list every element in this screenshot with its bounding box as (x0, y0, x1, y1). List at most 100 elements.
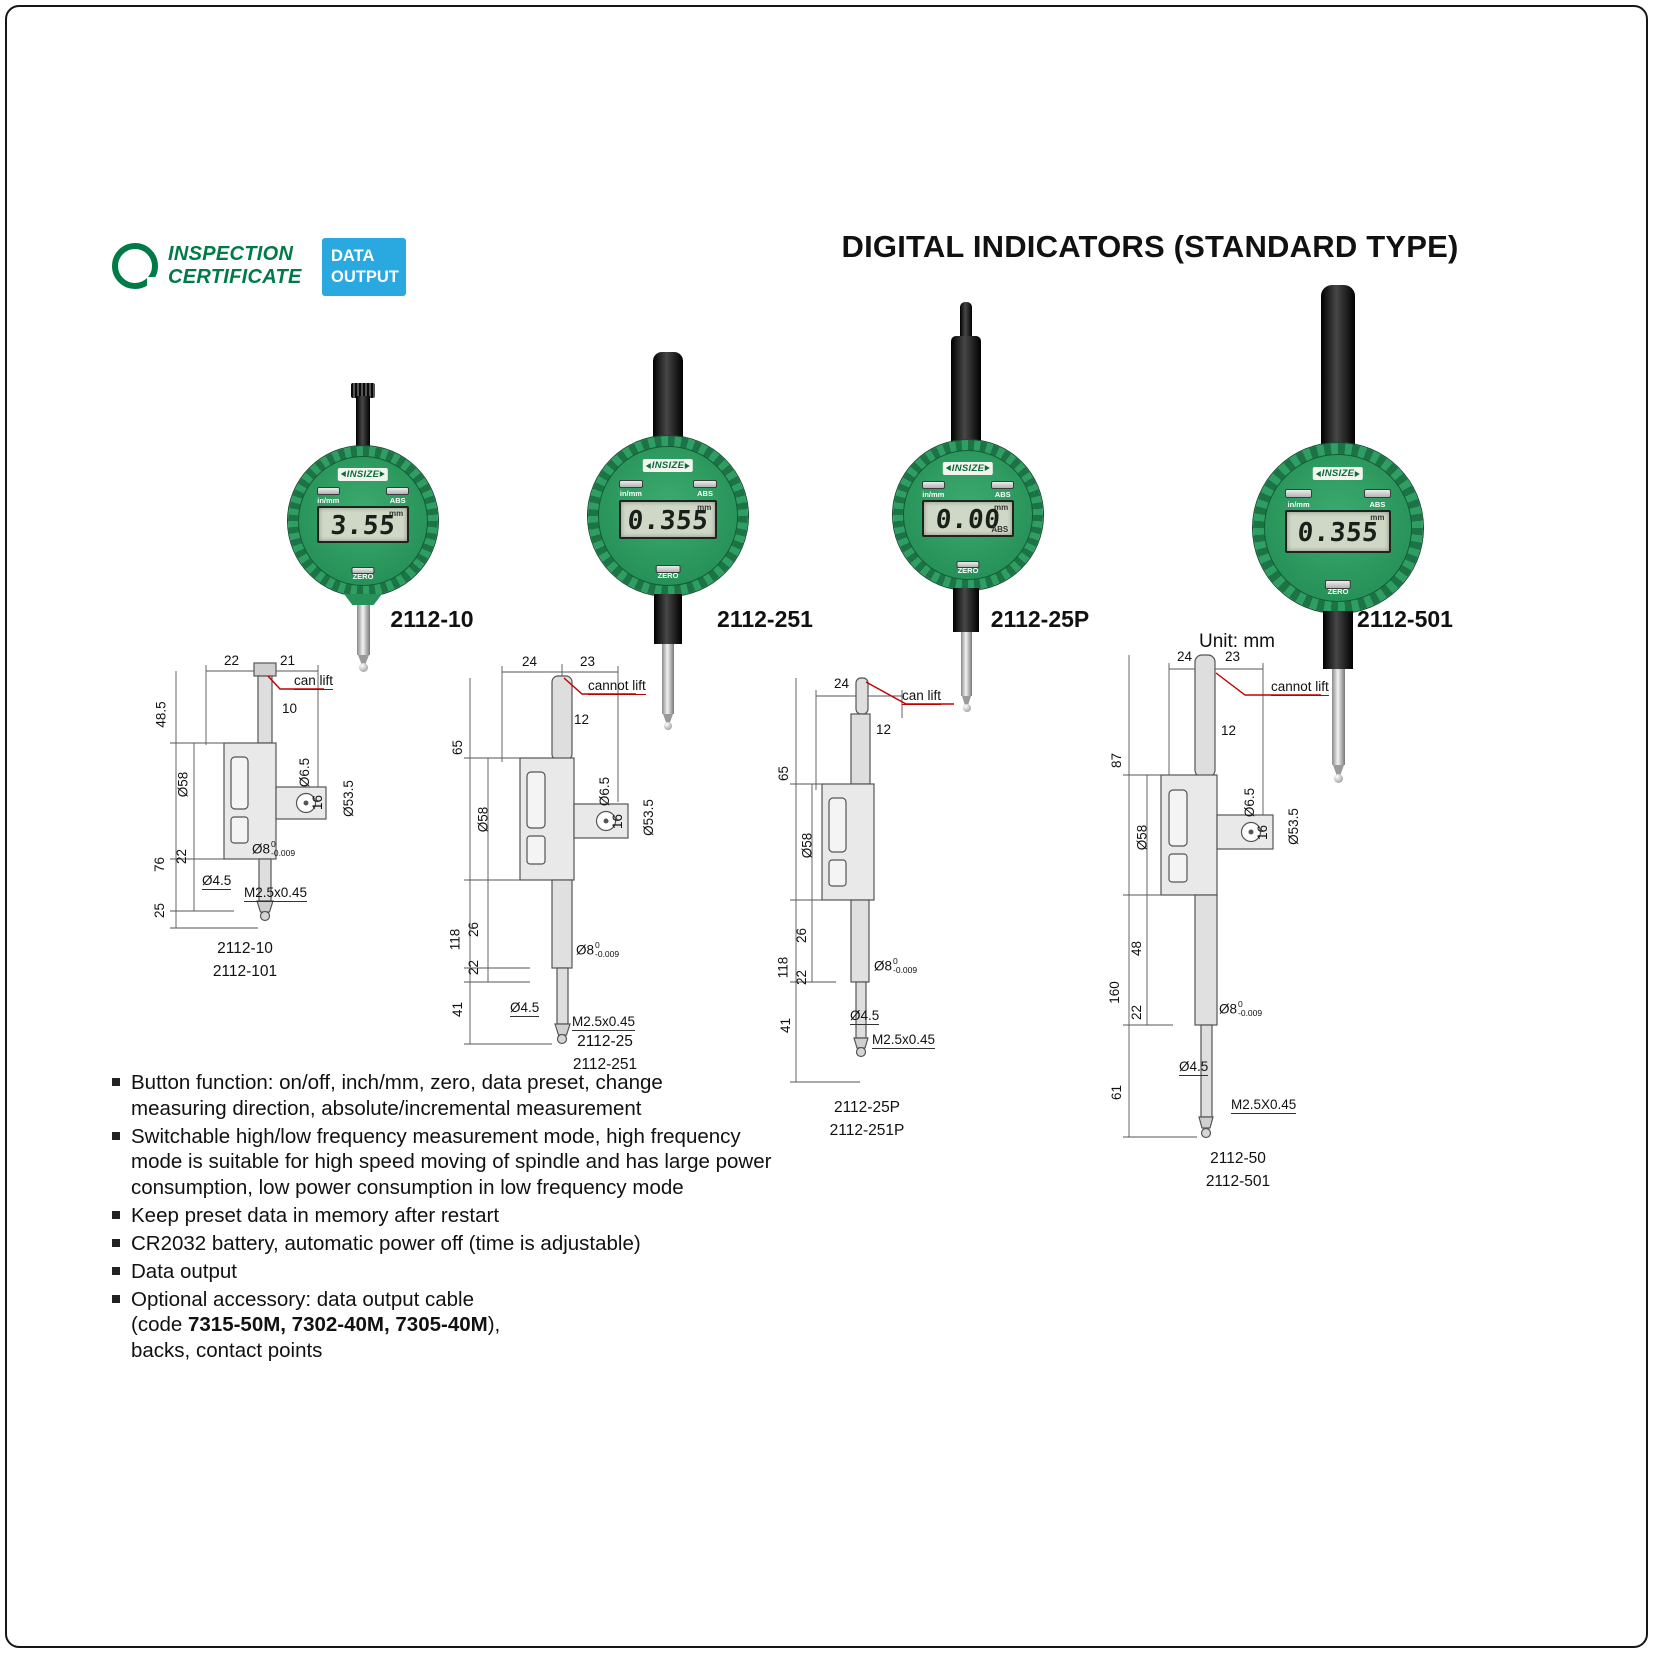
abs-button-label: ABS (389, 495, 406, 505)
dim-stem: 10 (282, 701, 298, 716)
dim-lug-thickness: 16 (310, 794, 326, 811)
bore-tolerance: 0-0.009 (271, 840, 295, 858)
dim-lug-hole: Ø6.5 (297, 757, 313, 788)
gauge-face: INSIZE in/mm ABS mm 0.00 ABS ZERO (902, 449, 1034, 581)
bullet-icon (112, 1078, 120, 1086)
contact-ball (359, 663, 368, 672)
model-codes: 2112-25P 2112-251P (802, 1096, 932, 1143)
bore-value: Ø8 (252, 841, 271, 857)
gauge-face: INSIZE in/mm ABS mm 3.55 ZERO (297, 455, 429, 587)
dim-h2: 118 (447, 928, 463, 951)
dim-body-dia: Ø58 (175, 771, 191, 798)
bore-value: Ø8 (576, 942, 595, 958)
dim-body-dia: Ø58 (799, 832, 815, 859)
dim-h2: 160 (1106, 981, 1122, 1004)
feature-line: Optional accessory: data output cable (131, 1287, 475, 1311)
abs-button (692, 479, 718, 488)
dim-h3: 48 (1129, 940, 1145, 957)
dim-h4: 25 (152, 902, 168, 919)
brand-arrow-left-icon (645, 462, 651, 469)
data-output-line2: OUTPUT (331, 268, 399, 286)
model-codes: 2112-25 2112-251 (540, 1030, 670, 1077)
dim-tip: Ø4.5 (850, 1008, 880, 1025)
lcd-display: mm 0.355 (618, 499, 718, 540)
dim-lug-dia: Ø53.5 (640, 799, 656, 836)
dim-stem: 12 (1221, 723, 1237, 738)
gauge-photo-2112-10: INSIZE in/mm ABS mm 3.55 ZERO (280, 383, 446, 683)
lower-neck (344, 594, 382, 605)
dim-body-dia: Ø58 (475, 806, 491, 833)
model-label-2112-501: 2112-501 (1357, 606, 1453, 632)
dim-top1: 22 (224, 653, 240, 668)
feature-text: Data output (131, 1259, 237, 1283)
feature-line: ), (487, 1313, 501, 1337)
gauge-face: INSIZE in/mm ABS mm 0.355 ZERO (1264, 454, 1412, 602)
abs-button (991, 480, 1015, 489)
feature-text: Optional accessory: data output cable(co… (131, 1287, 500, 1364)
insize-logo: INSIZE (1312, 467, 1364, 481)
bullet-icon (112, 1266, 120, 1275)
inspection-certificate-logo: INSPECTION CERTIFICATE (112, 243, 302, 289)
lcd-unit-label: mm (697, 502, 712, 512)
lcd-value: 0.355 (1296, 518, 1380, 549)
lcd-value: 3.55 (329, 510, 397, 541)
inmm-button-label: in/mm (317, 495, 340, 505)
lcd-value: 0.355 (626, 505, 710, 536)
dim-top2: 23 (580, 654, 596, 669)
insize-logo: INSIZE (942, 461, 994, 475)
brand-name: INSIZE (1321, 468, 1355, 480)
dim-thread: M2.5x0.45 (872, 1032, 936, 1049)
dim-top1: 24 (1177, 649, 1193, 664)
model-label-2112-251: 2112-251 (717, 606, 813, 632)
bore-tolerance: 0-0.009 (893, 957, 917, 975)
contact-ball (1334, 774, 1343, 783)
page-title: DIGITAL INDICATORS (STANDARD TYPE) (841, 229, 1459, 264)
model-code: 2112-101 (212, 963, 278, 981)
unit-note: Unit: mm (1199, 631, 1275, 652)
tolerance-lower: -0.009 (595, 948, 620, 959)
bore-value: Ø8 (1219, 1001, 1238, 1017)
dim-top2: 21 (280, 653, 296, 668)
dim-thread: M2.5x0.45 (572, 1014, 636, 1031)
dim-h3: 26 (794, 927, 810, 944)
inmm-button (618, 479, 644, 488)
zero-button (351, 566, 375, 575)
dim-h5: 41 (450, 1001, 466, 1018)
accessory-codes: 7315-50M, 7302-40M, 7305-40M (187, 1313, 488, 1337)
inmm-button (316, 486, 340, 495)
tolerance-upper: 0 (1238, 999, 1243, 1009)
dim-h5: 41 (778, 1017, 794, 1034)
dim-body-dia: Ø58 (1134, 824, 1150, 851)
dim-lug-thickness: 16 (610, 813, 626, 830)
lcd-unit-label: mm (389, 508, 404, 518)
certificate-line2: CERTIFICATE (168, 266, 302, 288)
bullet-icon (112, 1238, 120, 1247)
dim-top1: 24 (522, 654, 538, 669)
brand-arrow-left-icon (1315, 470, 1321, 477)
gauge-photo-2112-25P: INSIZE in/mm ABS mm 0.00 ABS ZERO (885, 302, 1051, 720)
brand-arrow-right-icon (685, 462, 691, 469)
gauge-body: INSIZE in/mm ABS mm 0.355 ZERO (588, 436, 748, 596)
spindle-cap (351, 383, 375, 398)
lcd-display: mm 0.355 (1285, 510, 1391, 553)
brand-arrow-right-icon (380, 471, 386, 478)
bore-value: Ø8 (874, 958, 893, 974)
data-output-line1: DATA (331, 247, 375, 266)
zero-button (655, 564, 681, 573)
feature-list: Button function: on/off, inch/mm, zero, … (112, 1070, 780, 1366)
dim-h4: 22 (466, 959, 482, 976)
gauge-body: INSIZE in/mm ABS mm 0.355 ZERO (1253, 443, 1423, 613)
model-code: 2112-25P (833, 1099, 901, 1116)
contact-point (1333, 765, 1344, 775)
lift-note: can lift (902, 688, 942, 705)
dim-top2: 23 (1225, 649, 1241, 664)
brand-arrow-left-icon (340, 471, 346, 478)
certificate-text: INSPECTION CERTIFICATE (168, 243, 302, 289)
dim-h5: 61 (1109, 1084, 1125, 1101)
brand-name: INSIZE (951, 462, 985, 474)
zero-button-label: ZERO (352, 571, 374, 581)
upper-spindle (356, 396, 370, 448)
dim-h1: 65 (450, 739, 466, 756)
